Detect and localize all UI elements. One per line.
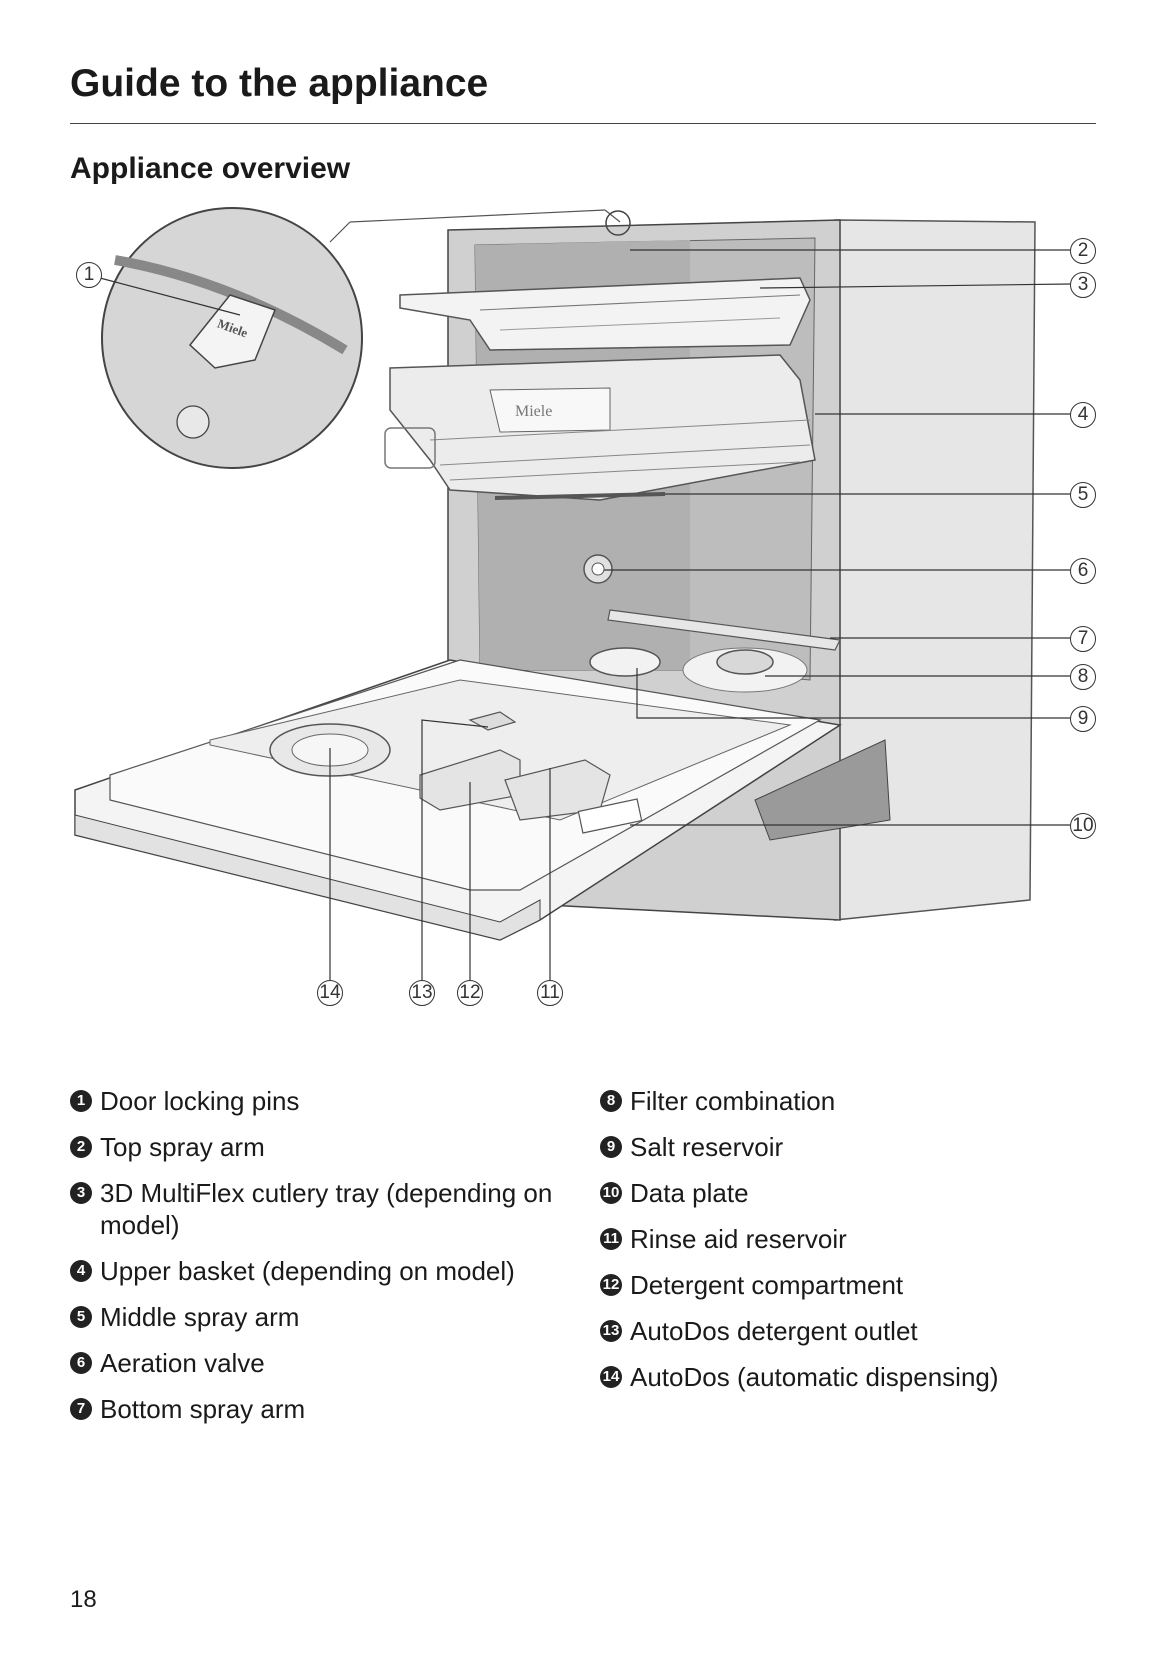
legend-right-column: 8 Filter combination 9 Salt reservoir 10… [600,1085,1080,1407]
callout-9: 9 [1070,706,1096,732]
page-number: 18 [70,1586,97,1613]
rinse-aid-reservoir [504,759,611,821]
legend-number-badge: 6 [70,1352,92,1374]
legend-number-badge: 13 [600,1320,622,1342]
callout-3: 3 [1070,272,1096,298]
legend-text: Middle spray arm [100,1302,300,1332]
legend-text: Bottom spray arm [100,1394,306,1424]
section-title: Appliance overview [70,152,351,185]
legend-text: 3D MultiFlex cutlery tray (depending on … [100,1178,553,1240]
kick-plate [754,739,891,841]
callout-12: 12 [457,980,483,1006]
appliance-illustration: Miele [0,200,1166,1070]
callout-10: 10 [1070,813,1096,839]
legend-item: 2 Top spray arm [70,1131,570,1163]
legend-text: Door locking pins [100,1086,300,1116]
legend-text: Top spray arm [100,1132,265,1162]
legend-item: 10 Data plate [600,1177,1080,1209]
legend-item: 9 Salt reservoir [600,1131,1080,1163]
legend-number-badge: 14 [600,1366,622,1388]
legend-text: Data plate [630,1178,749,1208]
legend-item: 12 Detergent compartment [600,1269,1080,1301]
salt-reservoir-cap [589,647,661,677]
leader-lines [99,249,1071,980]
legend-item: 3 3D MultiFlex cutlery tray (depending o… [70,1177,570,1241]
header-divider [70,123,1096,124]
aeration-valve [583,554,613,584]
callout-6: 6 [1070,558,1096,584]
legend-number-badge: 2 [70,1136,92,1158]
legend-number-badge: 7 [70,1398,92,1420]
legend-item: 5 Middle spray arm [70,1301,570,1333]
legend-item: 14 AutoDos (automatic dispensing) [600,1361,1080,1393]
legend-number-badge: 10 [600,1182,622,1204]
legend-text: AutoDos (automatic dispensing) [630,1362,999,1392]
legend-item: 1 Door locking pins [70,1085,570,1117]
upper-basket: Miele [384,354,816,501]
dishwasher-drawing: Miele [74,207,1071,980]
legend-text: Salt reservoir [630,1132,784,1162]
legend-number-badge: 3 [70,1182,92,1204]
miele-logo-basket: Miele [515,403,552,420]
bottom-spray-arm [607,609,841,651]
callout-13: 13 [409,980,435,1006]
legend-number-badge: 4 [70,1260,92,1282]
legend-text: Aeration valve [100,1348,265,1378]
legend-number-badge: 12 [600,1274,622,1296]
legend-number-badge: 9 [600,1136,622,1158]
callout-7: 7 [1070,626,1096,652]
legend-text: Detergent compartment [630,1270,904,1300]
legend-item: 7 Bottom spray arm [70,1393,570,1425]
callout-8: 8 [1070,664,1096,690]
legend-item: 11 Rinse aid reservoir [600,1223,1080,1255]
data-plate [577,798,643,834]
filter-combination [682,647,808,693]
legend-item: 4 Upper basket (depending on model) [70,1255,570,1287]
callout-4: 4 [1070,402,1096,428]
callout-5: 5 [1070,482,1096,508]
middle-spray-arm [494,492,666,500]
callout-11: 11 [537,980,563,1006]
callout-2: 2 [1070,238,1096,264]
legend-text: Upper basket (depending on model) [100,1256,515,1286]
callout-14: 14 [317,980,343,1006]
legend-item: 13 AutoDos detergent outlet [600,1315,1080,1347]
legend-number-badge: 5 [70,1306,92,1328]
legend-item: 8 Filter combination [600,1085,1080,1117]
legend-item: 6 Aeration valve [70,1347,570,1379]
legend-left-column: 1 Door locking pins 2 Top spray arm 3 3D… [70,1085,570,1439]
legend-number-badge: 11 [600,1228,622,1250]
cutlery-tray [399,277,811,351]
legend-text: Rinse aid reservoir [630,1224,847,1254]
detail-magnifier: Miele [101,207,631,469]
legend-number-badge: 8 [600,1090,622,1112]
legend-text: Filter combination [630,1086,836,1116]
page-title: Guide to the appliance [70,62,489,105]
legend-number-badge: 1 [70,1090,92,1112]
legend-text: AutoDos detergent outlet [630,1316,918,1346]
callout-1: 1 [76,262,102,288]
